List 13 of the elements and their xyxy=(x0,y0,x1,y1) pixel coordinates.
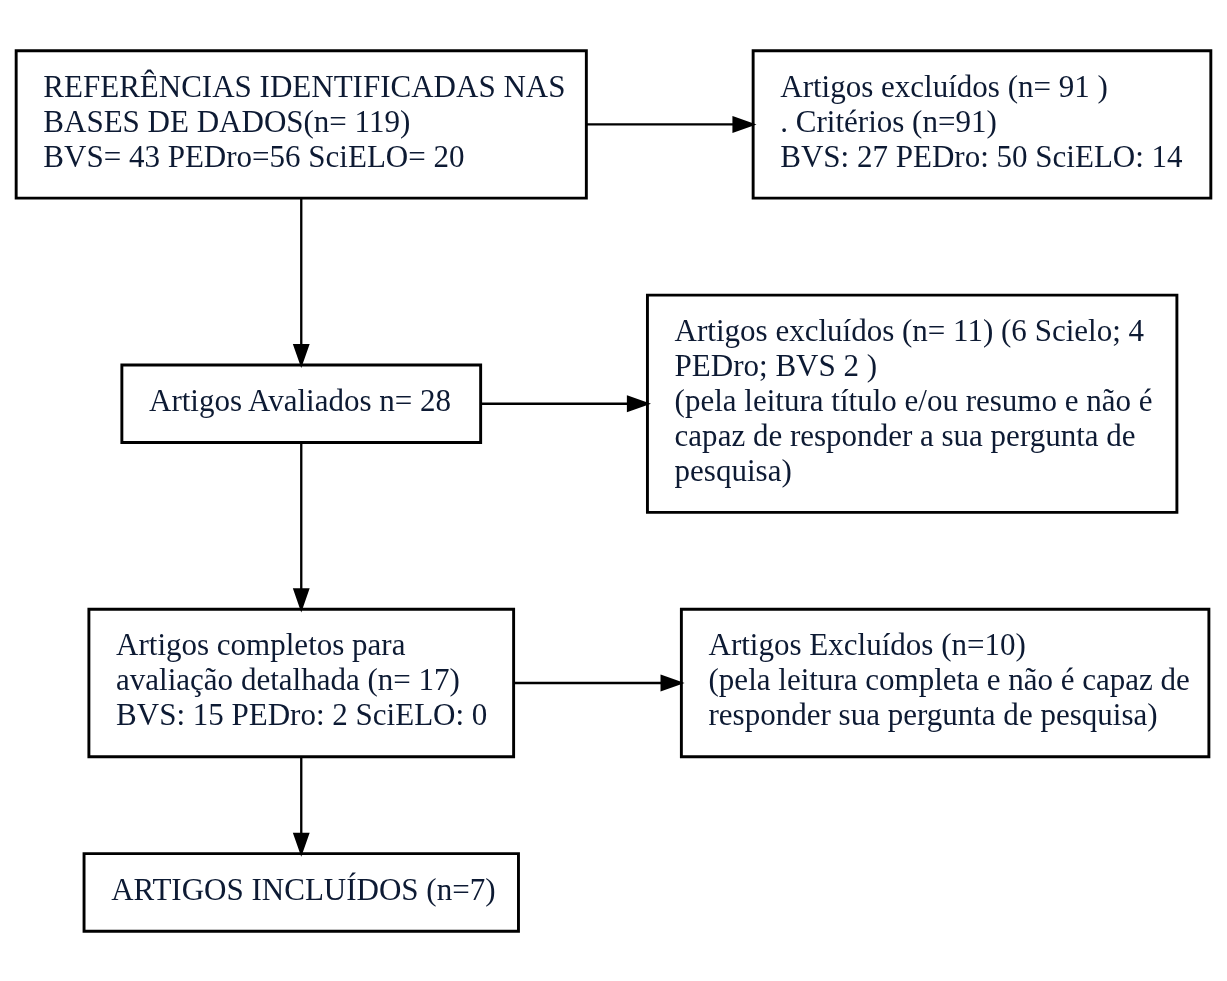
arrow xyxy=(292,198,310,368)
node-box: Artigos excluídos (n= 11) (6 Scielo; 4 PEDro; BVS 2 ) (pela leitura título e/ou resumo e não é capaz de responder a sua pergunta de pesquisa) xyxy=(646,293,1179,514)
node-box: Artigos completos para avaliação detalhada (n= 17) BVS: 15 PEDro: 2 SciELO: 0 xyxy=(87,607,516,758)
arrow xyxy=(481,394,651,412)
node-box: REFERÊNCIAS IDENTIFICADAS NAS BASES DE DADOS(n= 119) BVS= 43 PEDro=56 SciELO= 20 xyxy=(14,48,588,200)
node-box: Artigos Excluídos (n=10) (pela leitura completa e não é capaz de responder sua pergunta de pesquisa) xyxy=(679,607,1211,758)
arrow xyxy=(292,756,310,857)
node-box: ARTIGOS INCLUÍDOS (n=7) xyxy=(82,851,520,933)
arrow xyxy=(292,442,310,612)
node-box: Artigos Avaliados n= 28 xyxy=(120,363,483,444)
node-box: Artigos excluídos (n= 91 ) . Critérios (n=91) BVS: 27 PEDro: 50 SciELO: 14 xyxy=(751,48,1213,200)
arrow xyxy=(513,674,685,691)
arrow xyxy=(586,115,757,133)
